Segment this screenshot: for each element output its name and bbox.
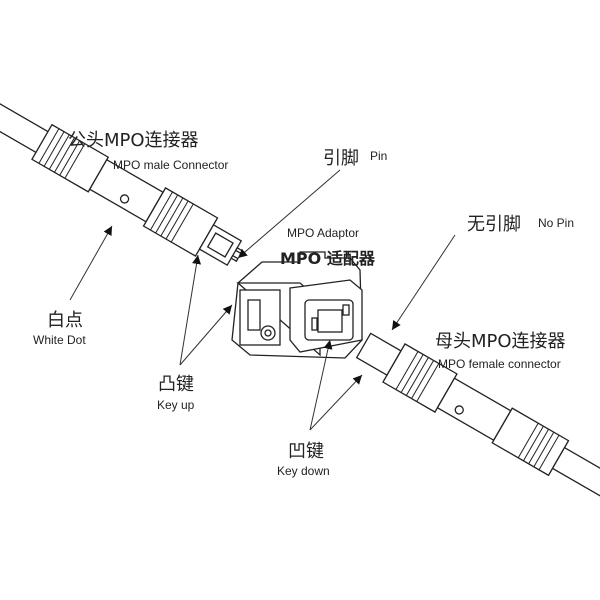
keydown-leader-2 bbox=[309, 374, 363, 431]
mpo-adaptor bbox=[231, 251, 363, 359]
adaptor-label-zh: MPO 适配器 bbox=[280, 249, 375, 268]
whitedot-label-en: White Dot bbox=[33, 333, 86, 347]
pin-label-en: Pin bbox=[370, 149, 388, 163]
keydown-label-zh: 凹键 bbox=[288, 441, 324, 462]
female-connector bbox=[355, 332, 600, 530]
male-connector-label-en: MPO male Connector bbox=[113, 158, 229, 172]
keyup-leader-1 bbox=[179, 254, 201, 366]
nopin-label-en: No Pin bbox=[538, 216, 575, 230]
pin-leader bbox=[237, 169, 341, 259]
male-connector-label-zh: 公头MPO连接器 bbox=[68, 130, 199, 151]
adaptor-label-en: MPO Adaptor bbox=[287, 226, 360, 240]
keydown-label-en: Key down bbox=[277, 464, 330, 478]
whitedot-leader bbox=[69, 225, 113, 301]
white-dot bbox=[119, 194, 130, 204]
keyup-label-zh: 凸键 bbox=[158, 374, 194, 395]
female-connector-label-en: MPO female connector bbox=[438, 357, 561, 371]
whitedot-label-zh: 白点 bbox=[47, 310, 83, 331]
keydown-leader-1 bbox=[309, 339, 333, 431]
pin-label-zh: 引脚 bbox=[323, 148, 359, 169]
keyup-leader-2 bbox=[179, 304, 233, 366]
female-connector-label-zh: 母头MPO连接器 bbox=[435, 331, 566, 352]
keyup-label-en: Key up bbox=[157, 398, 195, 412]
nopin-leader bbox=[391, 234, 456, 331]
male-connector bbox=[0, 70, 244, 267]
nopin-label-zh: 无引脚 bbox=[467, 214, 521, 235]
pin bbox=[234, 246, 244, 255]
